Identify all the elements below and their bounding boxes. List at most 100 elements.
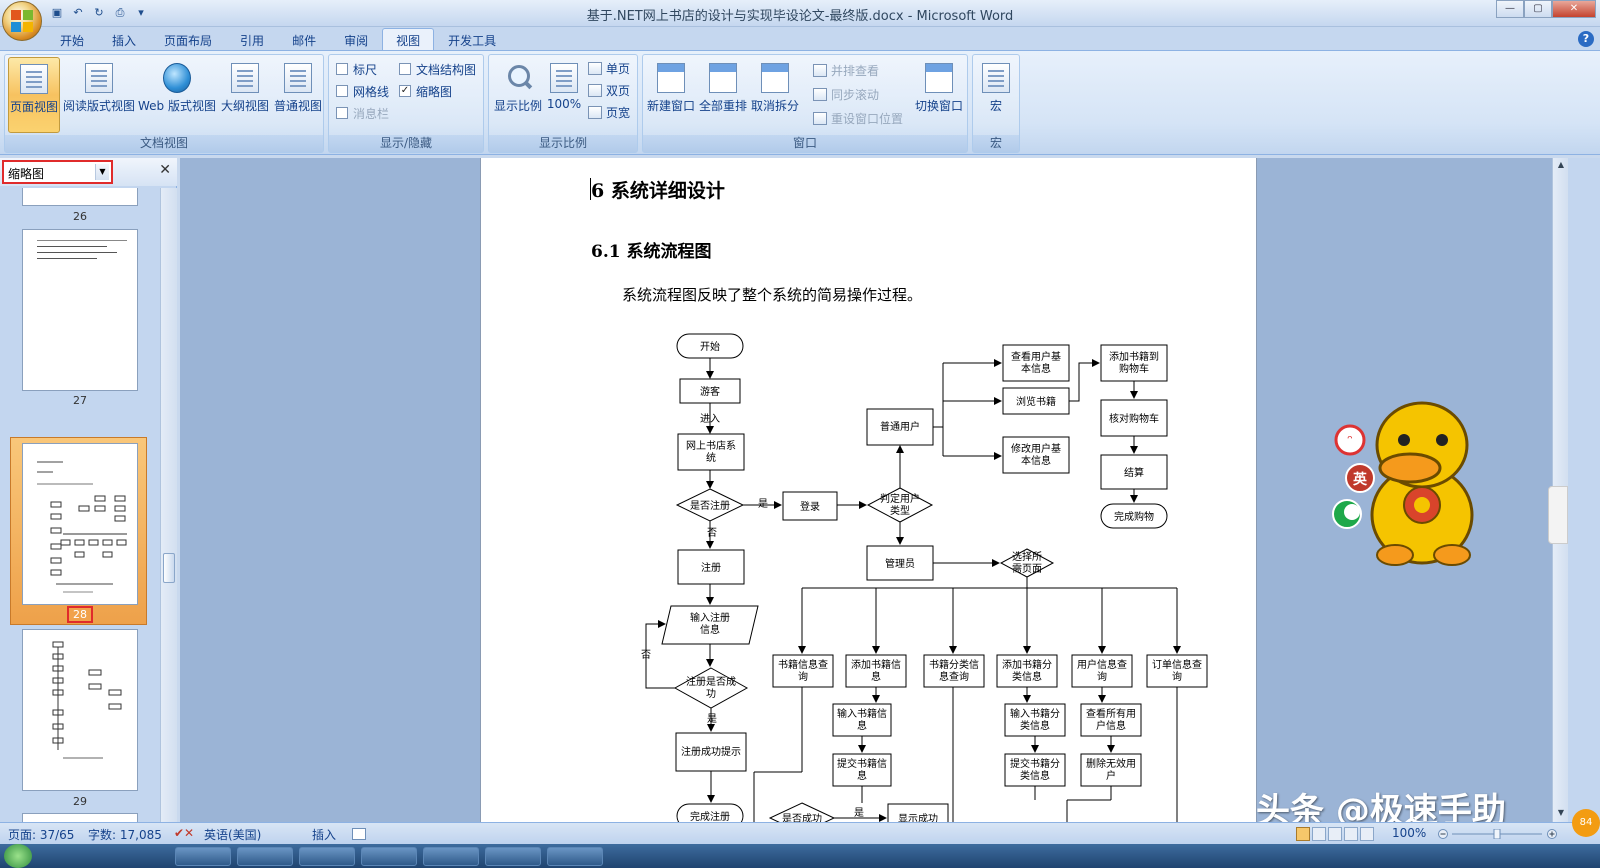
flow-label-modify-info-1: 修改用户基: [1011, 442, 1061, 455]
draft-button[interactable]: 普通视图: [272, 57, 324, 133]
minimize-button[interactable]: —: [1496, 0, 1524, 18]
quick-access-toolbar: ▣ ↶ ↻ ⎙ ▾: [48, 4, 150, 22]
qat-dropdown-icon[interactable]: ▾: [138, 6, 144, 19]
macro-record-icon[interactable]: [352, 828, 366, 840]
taskbar-app[interactable]: [423, 847, 479, 866]
close-button[interactable]: ✕: [1552, 0, 1596, 18]
flow-label-add-cart-2: 购物车: [1119, 362, 1149, 375]
ruler-checkbox[interactable]: 标尺: [336, 59, 377, 79]
office-button[interactable]: [2, 1, 42, 41]
scroll-up-icon[interactable]: ▲: [1557, 160, 1565, 169]
status-zoom-level[interactable]: 100%: [1392, 826, 1427, 840]
zoom-slider[interactable]: [1438, 829, 1558, 839]
office-logo-icon: [11, 10, 33, 32]
two-pages-button[interactable]: 双页: [588, 80, 630, 100]
flow-label-add-book-1: 添加书籍信: [851, 658, 901, 671]
help-icon[interactable]: ?: [1578, 31, 1594, 47]
notification-badge[interactable]: 84: [1572, 809, 1600, 837]
print-preview-icon[interactable]: ⎙: [115, 6, 125, 19]
taskbar-app[interactable]: [361, 847, 417, 866]
flow-label-reg-ok-1: 注册是否成: [686, 675, 736, 688]
start-button-icon[interactable]: [4, 844, 32, 868]
draft-icon[interactable]: [1360, 827, 1374, 841]
taskbar-app[interactable]: [485, 847, 541, 866]
ruler-label: 标尺: [353, 62, 378, 77]
sync-scroll-label: 同步滚动: [831, 87, 880, 102]
status-language[interactable]: 英语(美国): [204, 828, 262, 842]
chevron-down-icon[interactable]: ▼: [95, 164, 109, 180]
print-layout-button[interactable]: 页面视图: [8, 57, 60, 133]
page-width-button[interactable]: 页宽: [588, 102, 630, 122]
macros-button[interactable]: 宏: [976, 57, 1016, 133]
reading-layout-icon[interactable]: [1312, 827, 1326, 841]
remove-split-button[interactable]: 取消拆分: [750, 57, 800, 133]
flow-label-user-type-1: 判定用户: [880, 492, 920, 505]
tab-review[interactable]: 审阅: [344, 34, 369, 48]
redo-icon[interactable]: ↻: [94, 6, 104, 19]
tab-insert[interactable]: 插入: [112, 34, 137, 48]
switch-windows-button[interactable]: 切换窗口: [913, 57, 965, 133]
thumbnail-page[interactable]: [22, 629, 138, 791]
thumbnail-scrollbar[interactable]: [160, 188, 177, 822]
thumbnails-checkbox[interactable]: ✓缩略图: [399, 81, 452, 101]
reset-window-position-label: 重设窗口位置: [831, 111, 904, 126]
view-side-by-side-button[interactable]: 并排查看: [813, 60, 879, 80]
duck-mascot-overlay[interactable]: ᵔ 英: [1330, 400, 1500, 575]
close-icon[interactable]: ✕: [159, 162, 171, 178]
flow-label-system-2: 统: [706, 451, 716, 464]
thumbnails-pane: 缩略图 ▼ ✕ 26 27: [0, 158, 177, 822]
flow-label-add-cart-1: 添加书籍到: [1109, 350, 1159, 363]
gridlines-checkbox[interactable]: 网格线: [336, 81, 389, 101]
tab-view[interactable]: 视图: [382, 28, 435, 53]
flow-label-choose-page-2: 需页面: [1012, 563, 1042, 575]
thumbnail-page[interactable]: [22, 813, 138, 822]
tab-page-layout[interactable]: 页面布局: [164, 34, 213, 48]
restore-button[interactable]: ▢: [1524, 0, 1552, 18]
thumbnail-page-selected[interactable]: [22, 443, 138, 605]
pane-view-select[interactable]: 缩略图 ▼: [2, 160, 113, 184]
status-page-count[interactable]: 页面: 37/65: [8, 828, 75, 842]
document-page[interactable]: 6 系统详细设计 6.1 系统流程图 系统流程图反映了整个系统的简易操作过程。: [480, 158, 1257, 822]
document-map-checkbox[interactable]: 文档结构图: [399, 59, 476, 79]
group-label-document-views: 文档视图: [5, 135, 323, 152]
draft-label: 普通视图: [273, 99, 322, 113]
scroll-down-icon[interactable]: ▼: [1557, 808, 1565, 817]
tab-references[interactable]: 引用: [240, 34, 265, 48]
new-window-button[interactable]: 新建窗口: [646, 57, 696, 133]
one-page-button[interactable]: 单页: [588, 58, 630, 78]
flow-node-reg-ok-q: [673, 667, 749, 709]
taskbar-app[interactable]: [175, 847, 231, 866]
taskbar-app[interactable]: [299, 847, 355, 866]
sync-scroll-button[interactable]: 同步滚动: [813, 84, 879, 104]
taskbar-app[interactable]: [237, 847, 293, 866]
sync-scroll-icon: [813, 87, 827, 101]
side-widget[interactable]: [1548, 486, 1568, 544]
web-layout-icon[interactable]: [1328, 827, 1342, 841]
flow-label-user-type-2: 类型: [890, 504, 910, 517]
undo-icon[interactable]: ↶: [73, 6, 83, 19]
tab-developer[interactable]: 开发工具: [448, 34, 497, 48]
save-icon[interactable]: ▣: [51, 6, 63, 19]
message-bar-label: 消息栏: [353, 106, 390, 121]
thumbnail-page-number: 27: [73, 394, 87, 407]
tab-home[interactable]: 开始: [60, 34, 85, 48]
thumbnail-page[interactable]: [22, 229, 138, 391]
status-insert-mode[interactable]: 插入: [312, 828, 337, 842]
zoom-button[interactable]: 显示比例: [492, 57, 544, 133]
spelling-check-icon[interactable]: ✔✕: [174, 826, 195, 840]
zoom-100-button[interactable]: 100%: [545, 57, 583, 133]
status-word-count[interactable]: 字数: 17,085: [88, 828, 162, 842]
message-bar-checkbox[interactable]: 消息栏: [336, 103, 389, 123]
outline-button[interactable]: 大纲视图: [219, 57, 271, 133]
checkbox-box: [336, 107, 348, 119]
print-layout-icon[interactable]: [1296, 827, 1310, 841]
taskbar-app[interactable]: [547, 847, 603, 866]
thumbnail-page[interactable]: [22, 188, 138, 206]
tab-mailings[interactable]: 邮件: [292, 34, 317, 48]
reset-window-position-button[interactable]: 重设窗口位置: [813, 108, 903, 128]
arrange-all-button[interactable]: 全部重排: [698, 57, 748, 133]
outline-icon[interactable]: [1344, 827, 1358, 841]
web-layout-button[interactable]: Web 版式视图: [138, 57, 216, 133]
reading-layout-button[interactable]: 阅读版式视图: [63, 57, 135, 133]
scrollbar-thumb[interactable]: [163, 553, 175, 583]
